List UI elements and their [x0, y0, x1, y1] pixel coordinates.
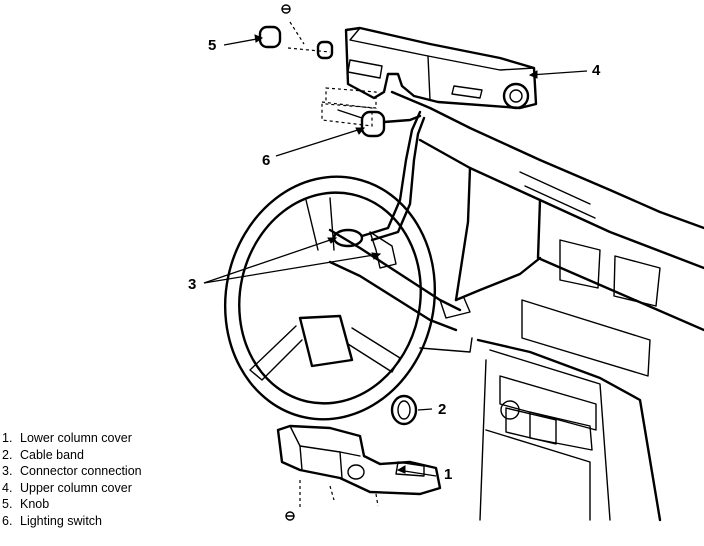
- steering-column: [328, 228, 473, 353]
- legend-label: Lighting switch: [20, 513, 102, 528]
- legend-label: Upper column cover: [20, 480, 132, 495]
- cable-band: [390, 394, 418, 426]
- lighting-switch: [321, 87, 422, 138]
- callout-2: 2: [438, 401, 447, 418]
- dashboard: [390, 90, 704, 522]
- leader-3b: [203, 253, 381, 284]
- callout-4: 4: [592, 62, 601, 79]
- legend-label: Lower column cover: [20, 431, 132, 445]
- legend-label: Knob: [20, 497, 50, 512]
- legend-item: 3. Connector connection: [2, 463, 142, 480]
- legend-item: 4. Upper column cover: [2, 480, 142, 497]
- legend-number: 4.: [2, 480, 13, 495]
- upper-column-cover: [344, 26, 538, 110]
- legend-number: 6.: [2, 513, 13, 528]
- legend-label: Cable band: [20, 447, 84, 462]
- parts-legend: 1. Lower column cover 2. Cable band 3. Conn…: [2, 430, 142, 530]
- legend-number: 1.: [2, 431, 13, 445]
- legend-number: 2.: [2, 447, 13, 462]
- leader-4: [529, 70, 588, 76]
- legend-number: 3.: [2, 464, 13, 479]
- leader-6: [275, 127, 365, 157]
- steering-wheel: [223, 175, 437, 421]
- callout-3: 3: [188, 276, 197, 293]
- knob: [258, 4, 334, 60]
- leader-lines: [203, 34, 588, 477]
- leader-3a: [203, 237, 337, 284]
- legend-label: Connector connection: [20, 464, 142, 479]
- callout-1: 1: [444, 466, 453, 483]
- legend-item: 6. Lighting switch: [2, 513, 142, 530]
- legend-item: 2. Cable band: [2, 447, 142, 464]
- legend-number: 5.: [2, 497, 13, 512]
- leader-2: [417, 408, 433, 411]
- legend-item: 1. Lower column cover: [2, 430, 142, 447]
- callout-5: 5: [208, 37, 217, 54]
- legend-item: 5. Knob: [2, 496, 142, 513]
- lower-column-cover: [276, 424, 442, 521]
- callout-6: 6: [262, 152, 271, 169]
